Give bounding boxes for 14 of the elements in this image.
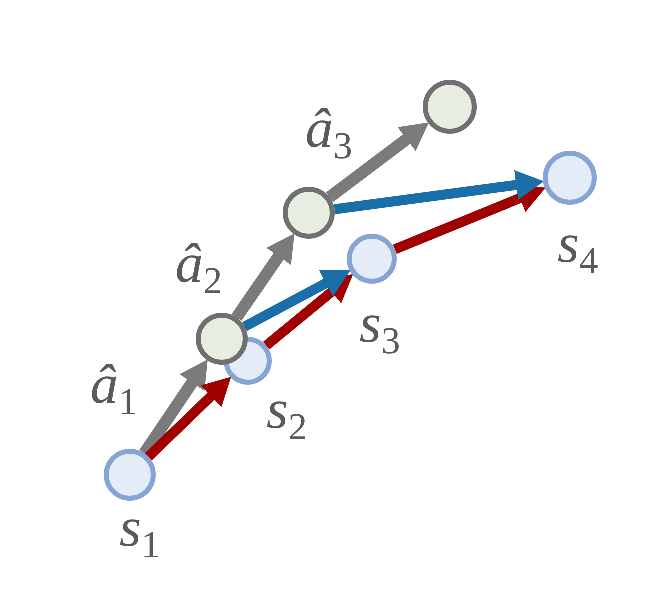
state-circle bbox=[543, 151, 597, 205]
predicted-state-circle bbox=[423, 80, 477, 134]
edge-label: â$_{3}$ bbox=[305, 101, 353, 157]
edge-label: â$_{1}$ bbox=[90, 357, 138, 413]
predicted-state-circle bbox=[196, 313, 248, 365]
state-circle bbox=[347, 234, 397, 284]
state-label: s$_{1}$ bbox=[120, 500, 160, 556]
state-label: s$_{4}$ bbox=[558, 216, 598, 272]
state-circle bbox=[104, 449, 156, 501]
state-label: s$_{2}$ bbox=[266, 382, 308, 438]
arrow bbox=[334, 170, 544, 214]
edge-label: â$_{2}$ bbox=[175, 236, 223, 292]
state-label: s$_{3}$ bbox=[360, 296, 400, 352]
predicted-state-circle bbox=[283, 187, 335, 239]
